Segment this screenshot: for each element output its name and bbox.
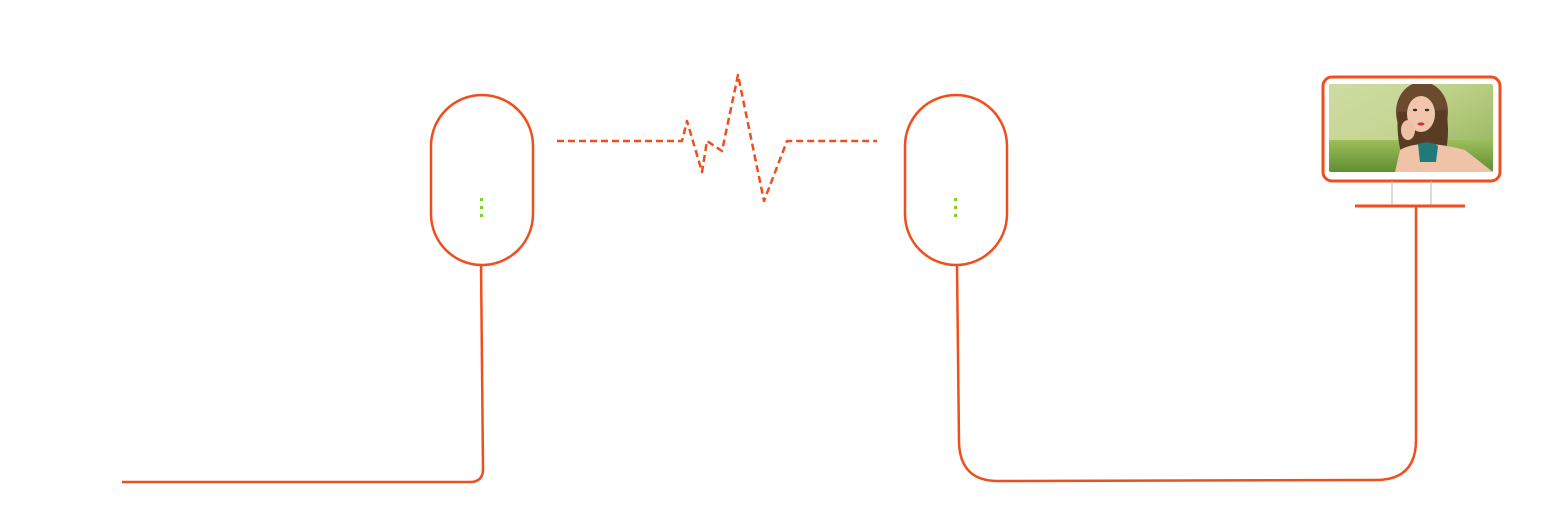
left-adapter-led-icon <box>480 198 483 217</box>
monitor-screen-photo <box>1329 84 1493 172</box>
left-cable <box>122 261 485 484</box>
right-adapter <box>903 93 1009 267</box>
right-adapter-led-icon <box>954 198 957 217</box>
signal-link <box>557 73 877 203</box>
right-adapter-body <box>903 93 1009 267</box>
left-adapter <box>429 93 535 267</box>
monitor <box>1321 75 1502 208</box>
right-cable <box>955 207 1418 483</box>
left-adapter-body <box>429 93 535 267</box>
